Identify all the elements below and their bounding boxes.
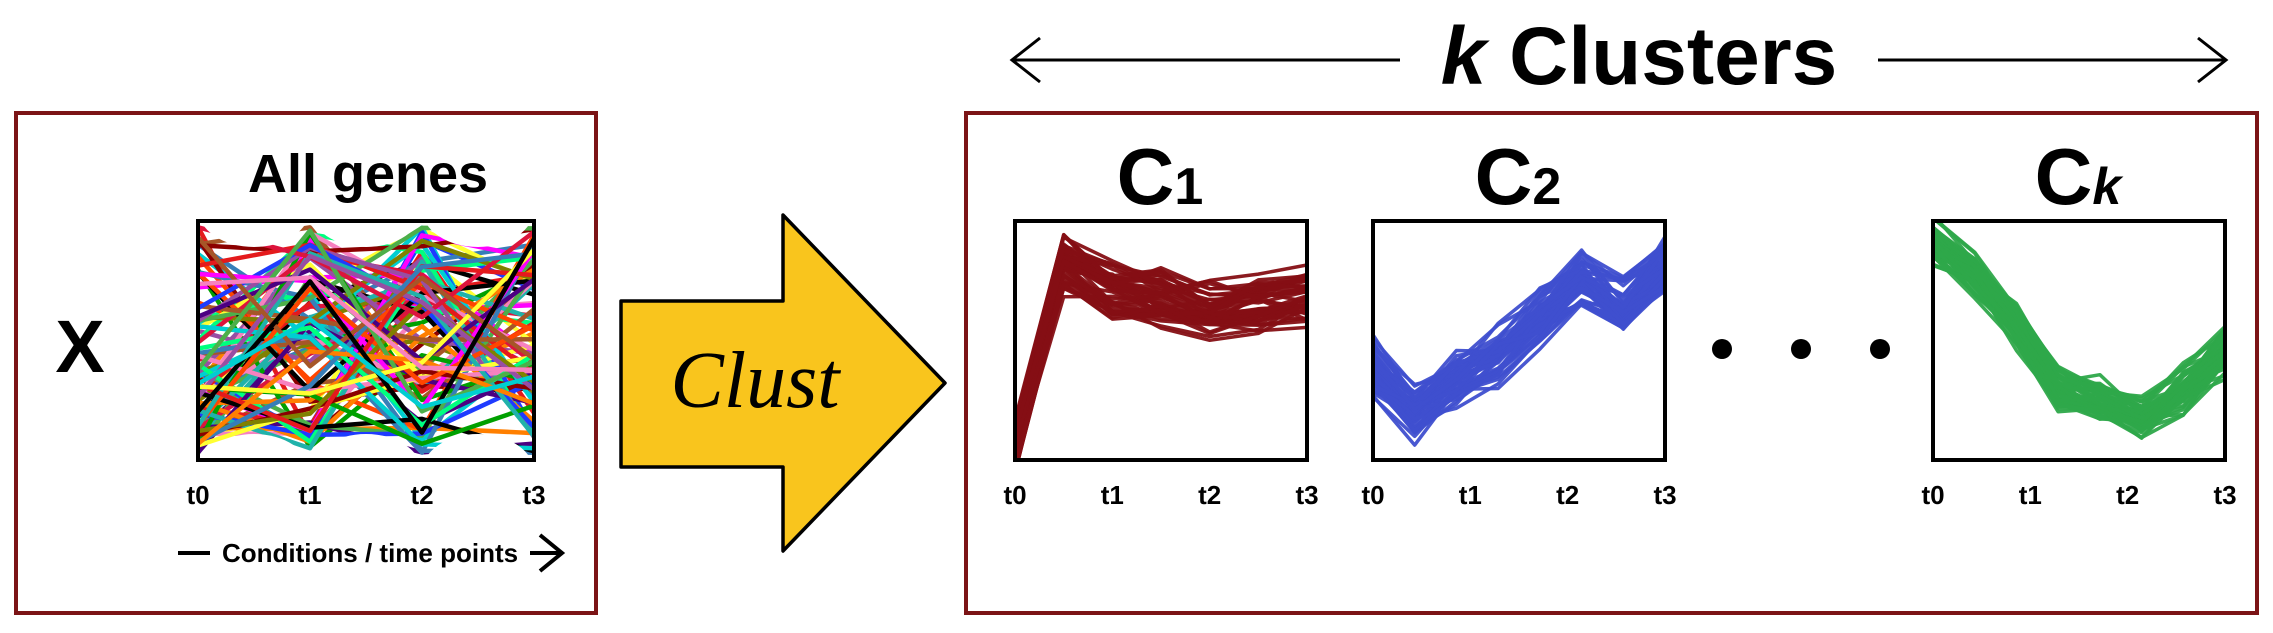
cluster-k-tick-t3: t3 <box>2213 480 2236 510</box>
all-genes-chart-frame <box>196 219 536 462</box>
cluster-1-tick-t1: t1 <box>1101 480 1124 510</box>
cluster-2-title: C2 <box>1475 132 1562 221</box>
cluster-k-title: Ck <box>2035 132 2125 221</box>
all-genes-title: All genes <box>248 144 488 204</box>
cluster-1-tick-t0: t0 <box>1003 480 1026 510</box>
clusters-panel-frame <box>964 111 2259 615</box>
k-clusters-span-arrow <box>1009 36 2229 84</box>
cluster-1-title: C1 <box>1117 132 1204 221</box>
axis-caption-text: Conditions / time points <box>222 538 518 568</box>
cluster-2-tick-t2: t2 <box>1556 480 1579 510</box>
clusters-label: Clusters <box>1509 11 1837 102</box>
cluster-2-tick-t3: t3 <box>1653 480 1676 510</box>
cluster-k-chart-frame <box>1931 219 2227 462</box>
k-clusters-title: k Clusters <box>1441 11 1838 102</box>
cluster-k-tick-t2: t2 <box>2116 480 2139 510</box>
more-clusters-ellipsis <box>1712 339 1890 359</box>
x-matrix-label: X <box>55 305 104 388</box>
k-variable: k <box>1441 11 1491 102</box>
cluster-1-chart-frame <box>1013 219 1309 462</box>
input-panel-frame <box>14 111 598 615</box>
axis-caption-arrow-icon <box>530 533 566 573</box>
cluster-k-tick-t0: t0 <box>1921 480 1944 510</box>
cluster-2-chart-frame <box>1371 219 1667 462</box>
cluster-1-tick-t3: t3 <box>1295 480 1318 510</box>
cluster-2-tick-t1: t1 <box>1459 480 1482 510</box>
all-genes-tick-t0: t0 <box>186 480 209 510</box>
all-genes-tick-t2: t2 <box>410 480 433 510</box>
cluster-1-chart: t0 t1 t2 t3 <box>1003 219 1319 510</box>
clust-label: Clust <box>671 337 842 425</box>
clust-process-arrow: Clust <box>619 213 947 553</box>
all-genes-tick-t3: t3 <box>522 480 545 510</box>
cluster-2-chart: t0 t1 t2 t3 <box>1361 219 1677 510</box>
all-genes-tick-t1: t1 <box>298 480 321 510</box>
all-genes-chart: t0 t1 t2 t3 <box>186 219 546 510</box>
cluster-k-tick-t1: t1 <box>2019 480 2042 510</box>
cluster-1-tick-t2: t2 <box>1198 480 1221 510</box>
cluster-2-tick-t0: t0 <box>1361 480 1384 510</box>
clusters-word <box>1486 11 1509 102</box>
cluster-k-chart: t0 t1 t2 t3 <box>1921 219 2237 510</box>
